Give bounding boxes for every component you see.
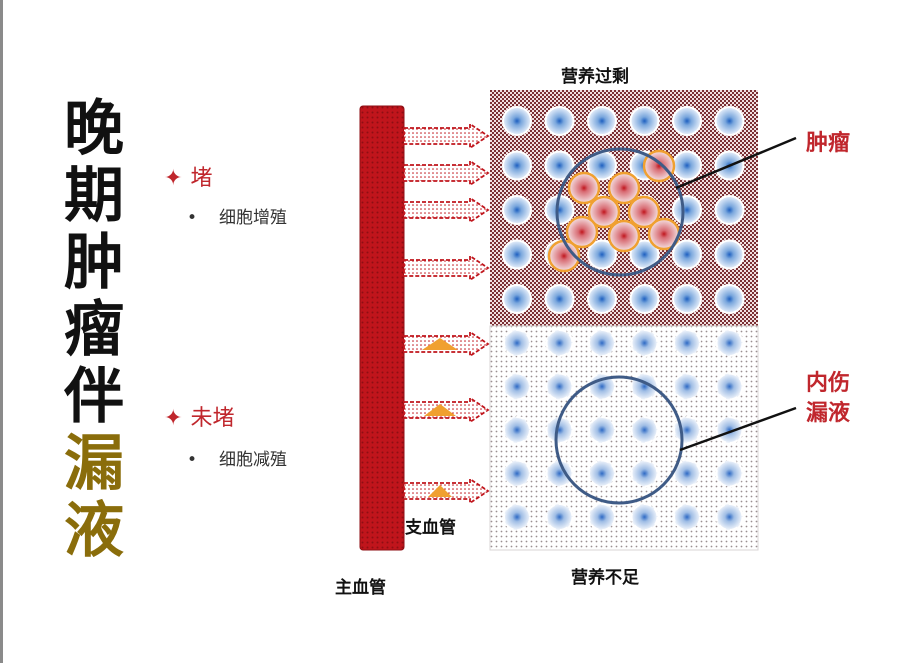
- cell: [714, 106, 745, 136]
- cell: [503, 459, 531, 488]
- branch-arrow: [403, 159, 490, 187]
- cell: [588, 329, 616, 357]
- tumor-cell: [567, 171, 601, 205]
- tumor-cell: [607, 171, 641, 205]
- main-vessel-label: 主血管: [335, 578, 386, 598]
- cell: [672, 239, 702, 270]
- cell: [629, 284, 660, 314]
- tumor-cell: [587, 195, 621, 229]
- sub-item-label: 细胞减殖: [219, 450, 288, 470]
- cell: [502, 195, 532, 225]
- star-icon: ✦: [164, 406, 183, 431]
- cell: [502, 106, 532, 136]
- tumor-pointer-line: [675, 136, 797, 190]
- cell: [588, 416, 616, 444]
- bullet-label: 堵: [190, 166, 213, 191]
- cell: [630, 459, 659, 488]
- cell: [503, 416, 531, 444]
- tumor-circle: [555, 147, 685, 277]
- cell: [502, 284, 532, 314]
- cell: [673, 372, 701, 401]
- cell: [588, 503, 616, 531]
- cell: [715, 503, 744, 531]
- tumor-label: 肿瘤: [806, 130, 851, 156]
- cell: [714, 195, 745, 225]
- nutrient-flow-triangle: [424, 404, 456, 416]
- cell: [715, 372, 744, 401]
- tumor-cell-cluster: [547, 149, 681, 273]
- bullet-blocked: ✦堵: [164, 160, 212, 192]
- title-char: 期: [64, 161, 124, 231]
- cell: [630, 416, 659, 444]
- branch-arrow: [403, 196, 490, 224]
- branch-arrow: [403, 254, 490, 282]
- cell: [714, 284, 745, 314]
- main-vessel: [359, 105, 405, 551]
- branch-arrow: [403, 122, 490, 150]
- cell: [544, 284, 575, 314]
- nutrient-excess-panel: [490, 90, 758, 326]
- title-char: 肿: [64, 228, 124, 298]
- branch-vessel-arrows: [403, 122, 490, 505]
- cell: [673, 329, 701, 357]
- cell: [672, 150, 702, 181]
- cell: [630, 329, 659, 357]
- title-highlight-char: 液: [64, 496, 124, 566]
- sub-item-label: 细胞增殖: [219, 208, 288, 228]
- sub-item-proliferation: • 细胞增殖: [187, 203, 287, 228]
- cell: [672, 195, 702, 225]
- nutrient-deficit-label: 营养不足: [571, 568, 639, 588]
- cell: [672, 284, 702, 314]
- cell: [588, 459, 616, 488]
- left-edge-bar: [0, 0, 3, 663]
- title-char: 瘤: [64, 295, 124, 365]
- injury-label-line2: 漏液: [806, 400, 851, 426]
- cell: [629, 239, 660, 270]
- cell: [715, 416, 744, 444]
- injury-label: 内伤 漏液: [806, 368, 850, 428]
- injury-circle: [554, 375, 684, 505]
- cell: [545, 329, 574, 357]
- title-char: 伴: [64, 362, 124, 432]
- cell: [502, 239, 532, 270]
- tumor-cell: [565, 215, 599, 249]
- cell: [503, 503, 531, 531]
- cell: [672, 106, 702, 136]
- injury-label-line1: 内伤: [806, 370, 851, 396]
- bullet-dot-icon: •: [187, 208, 198, 228]
- cell: [673, 503, 701, 531]
- bullet-dot-icon: •: [187, 450, 198, 470]
- branch-vessel-label: 支血管: [405, 518, 456, 538]
- star-icon: ✦: [164, 166, 183, 191]
- tumor-cell: [627, 195, 661, 229]
- nutrient-flow-triangle: [428, 485, 452, 497]
- nutrient-excess-label: 营养过剩: [561, 67, 629, 87]
- cell: [502, 150, 532, 181]
- cell: [714, 239, 745, 270]
- cell: [545, 372, 574, 401]
- cell: [587, 284, 617, 314]
- cell: [503, 329, 531, 357]
- vertical-title: 晚 期 肿 瘤 伴 漏 液: [62, 96, 126, 565]
- bullet-label: 未堵: [190, 406, 235, 431]
- bottom-cell-grid: [503, 329, 744, 531]
- tumor-cell: [607, 219, 641, 253]
- cell: [587, 239, 617, 270]
- bullet-unblocked: ✦ 未堵: [164, 400, 234, 432]
- sub-item-reduction: • 细胞减殖: [187, 445, 287, 470]
- cell: [503, 372, 531, 401]
- cell: [715, 329, 744, 357]
- cell: [545, 503, 574, 531]
- title-highlight-char: 漏: [64, 429, 124, 499]
- cell: [629, 106, 660, 136]
- cell: [587, 106, 617, 136]
- injury-pointer-line: [679, 406, 797, 452]
- cell: [715, 459, 744, 488]
- cell: [630, 503, 659, 531]
- title-char: 晚: [64, 94, 124, 164]
- cell: [544, 106, 575, 136]
- cell: [544, 150, 575, 181]
- nutrient-flow-triangle: [422, 338, 458, 350]
